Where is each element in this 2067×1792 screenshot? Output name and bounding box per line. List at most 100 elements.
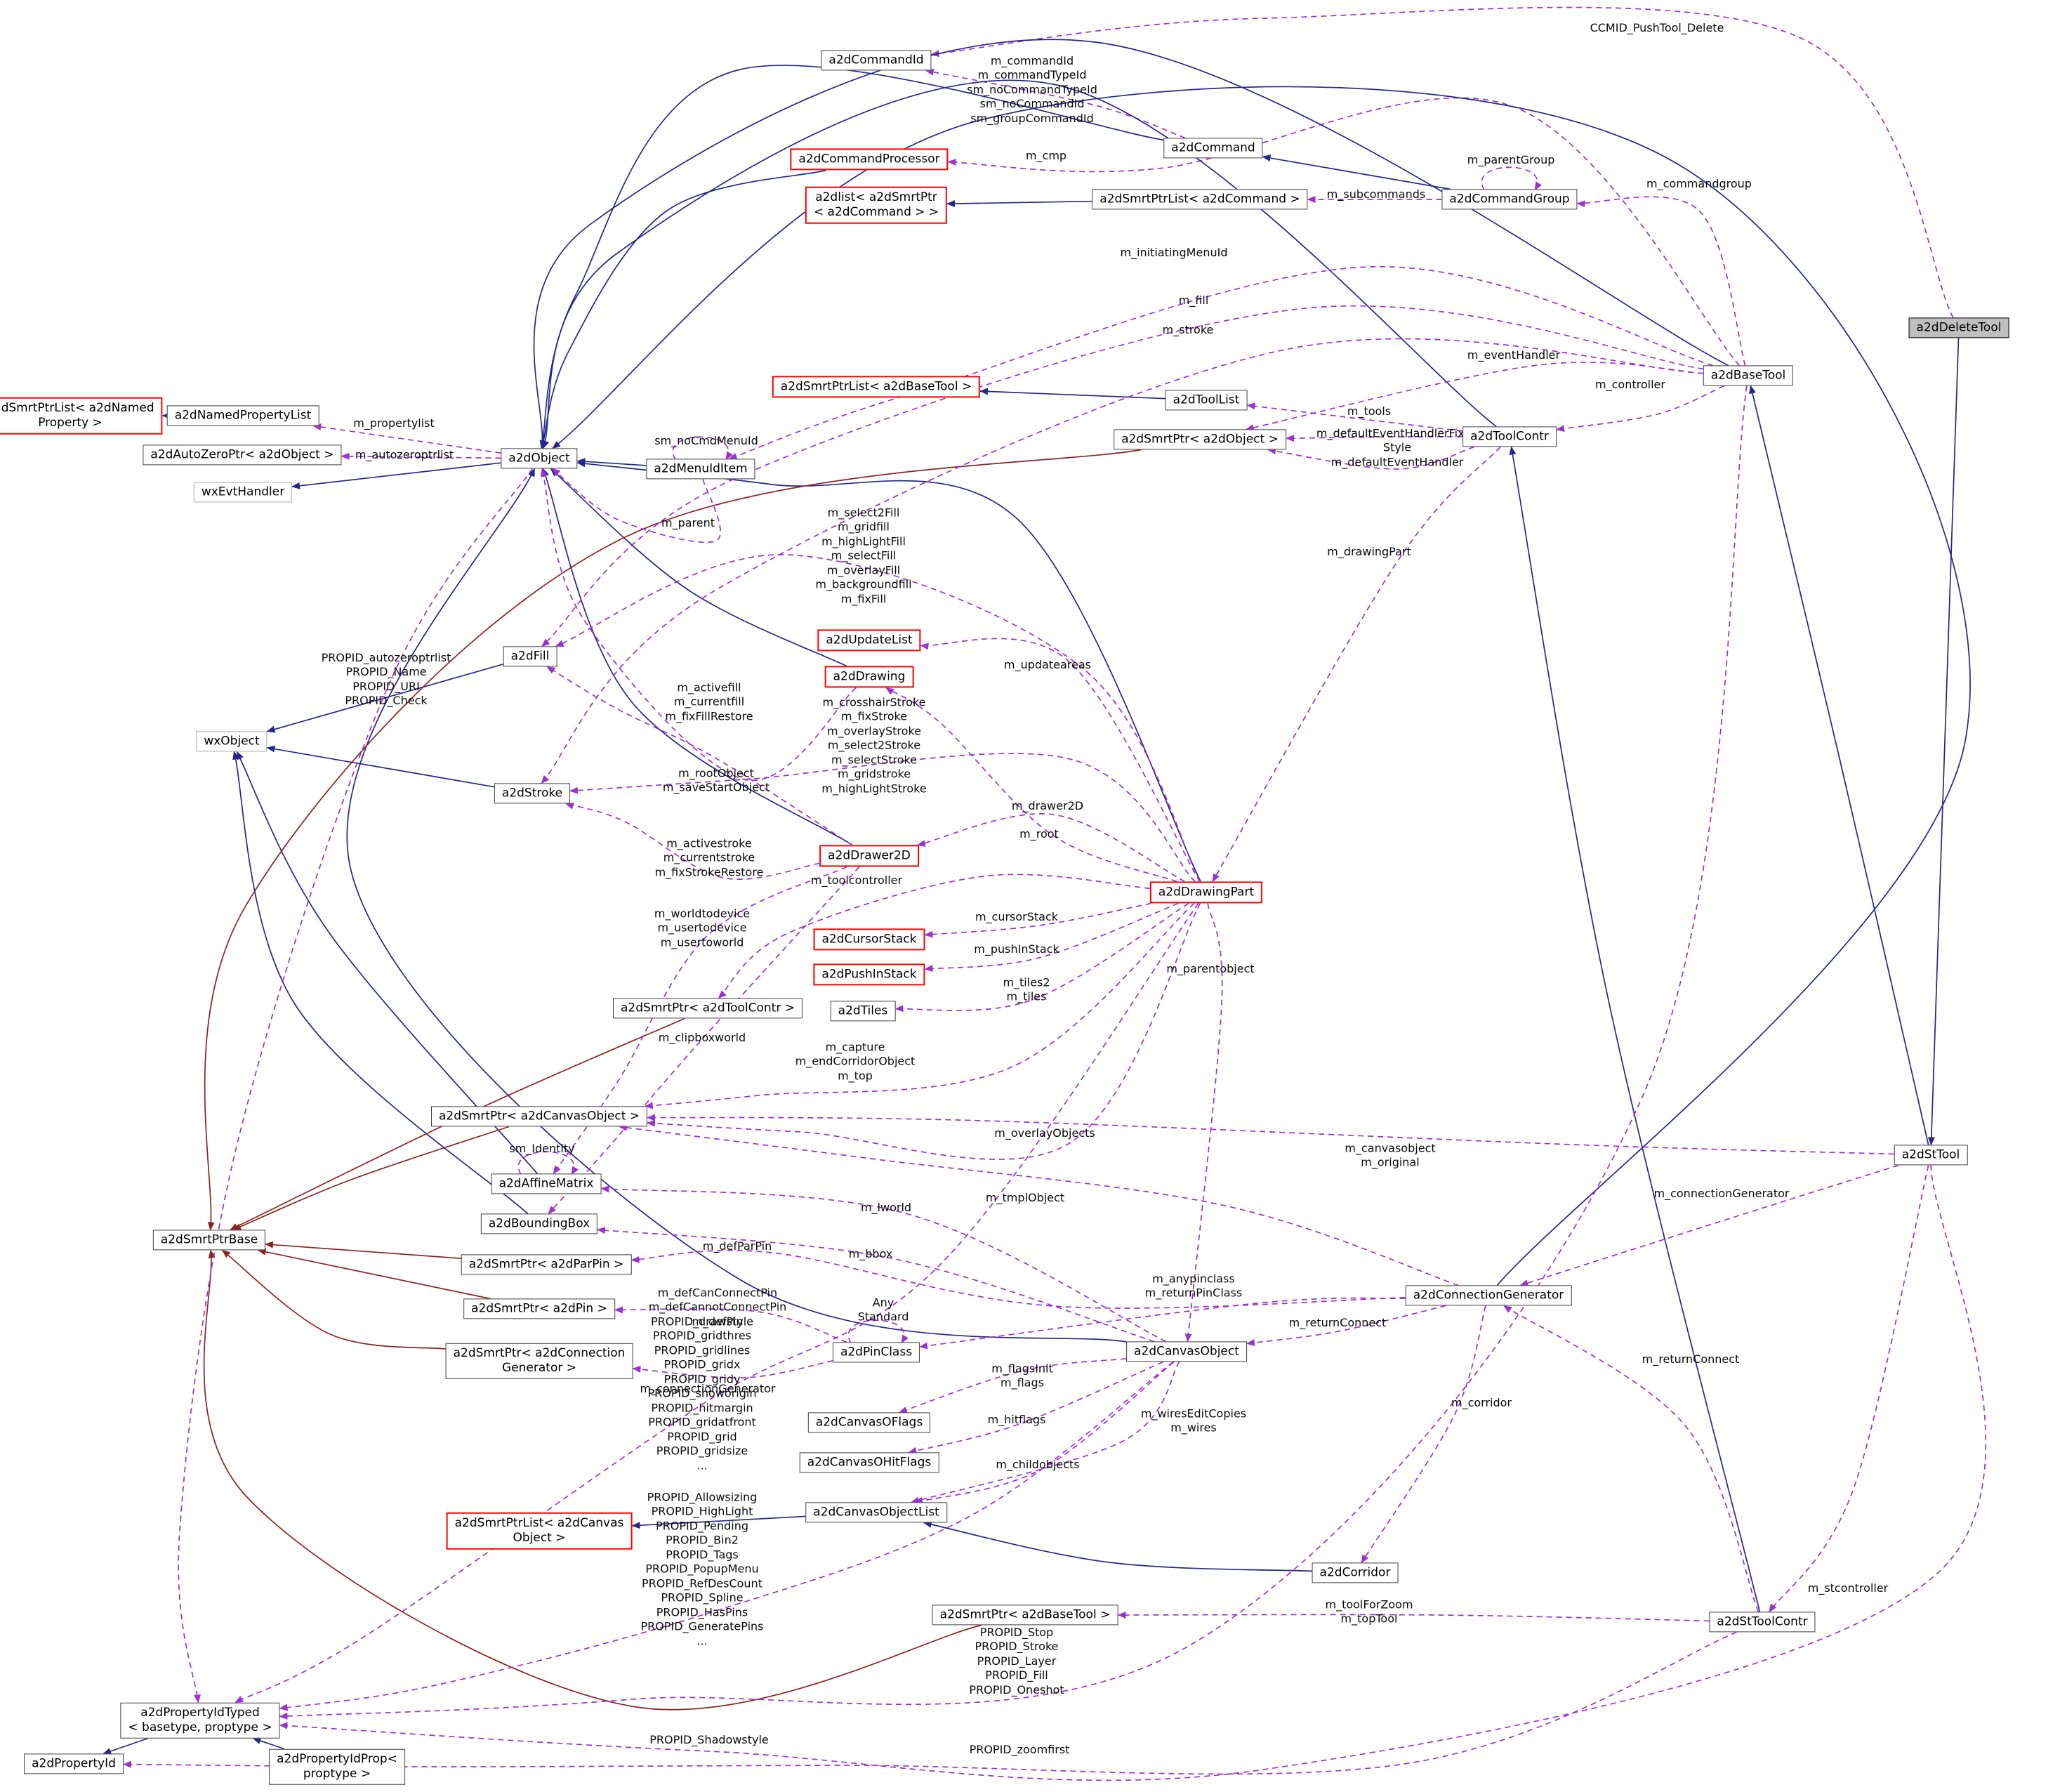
edge-canvasobject-to-affinematrix [600, 1185, 1166, 1343]
edge-sttool-to-conngen [1519, 1164, 1899, 1286]
edge-label: m_defParPin [702, 1239, 772, 1253]
edge-drawer2d-to-fill [546, 666, 853, 846]
edge-canvasobject-to-canvasoflags [898, 1358, 1127, 1414]
edge-label: sm_noCmdMenuId [654, 433, 758, 447]
class-node-smrtptr_object[interactable]: a2dSmrtPtr< a2dObject > [1114, 429, 1286, 450]
class-node-smrtptr_conngen[interactable]: a2dSmrtPtr< a2dConnection Generator > [445, 1343, 633, 1379]
class-node-sttoolcontr[interactable]: a2dStToolContr [1709, 1612, 1816, 1633]
edge-label: m_activestroke m_currentstroke m_fixStro… [654, 836, 764, 879]
edge-sttool-to-propertyidtyped [279, 1165, 1987, 1781]
edge-label: PROPID_zoomfirst [969, 1742, 1070, 1756]
class-node-tiles[interactable]: a2dTiles [830, 1001, 896, 1022]
edge-toollist-to-smrtptrlist_basetool [979, 388, 1165, 400]
class-node-pinclass[interactable]: a2dPinClass [832, 1342, 920, 1363]
class-node-sttool[interactable]: a2dStTool [1894, 1145, 1968, 1166]
edge-menuiditem-to-object [551, 468, 721, 543]
class-node-commandid[interactable]: a2dCommandId [821, 50, 932, 71]
class-node-autozeroptr[interactable]: a2dAutoZeroPtr< a2dObject > [143, 444, 342, 466]
class-node-commandgroup[interactable]: a2dCommandGroup [1441, 189, 1578, 210]
class-node-menuiditem[interactable]: a2dMenuIdItem [646, 459, 755, 480]
edge-label: m_updateareas [1004, 657, 1091, 671]
edge-commandgroup-to-commandgroup [1481, 166, 1542, 191]
class-node-canvasohitflags[interactable]: a2dCanvasOHitFlags [799, 1452, 939, 1473]
class-node-smrtptr_toolcontr[interactable]: a2dSmrtPtr< a2dToolContr > [613, 998, 803, 1019]
edge-label: m_fill [1178, 293, 1209, 307]
class-node-drawingpart[interactable]: a2dDrawingPart [1149, 881, 1263, 904]
class-node-toollist[interactable]: a2dToolList [1165, 390, 1248, 411]
class-node-smrtptrlist_basetool[interactable]: a2dSmrtPtrList< a2dBaseTool > [772, 376, 981, 398]
class-node-corridor[interactable]: a2dCorridor [1312, 1562, 1399, 1583]
class-node-propertyidtyped[interactable]: a2dPropertyIdTyped < basetype, proptype … [120, 1702, 280, 1739]
class-node-basetool[interactable]: a2dBaseTool [1703, 365, 1794, 386]
edge-label: m_tmplObject [985, 1190, 1065, 1204]
edge-label: m_propertylist [353, 416, 435, 430]
edge-smrtptr_object-to-smrtptrbase [204, 449, 1142, 1231]
edge-commandprocessor-to-object [541, 169, 827, 449]
class-node-smrtptrbase[interactable]: a2dSmrtPtrBase [152, 1230, 266, 1251]
edge-toolcontr-to-object [542, 79, 1497, 449]
edge-basetool-to-menuiditem [728, 266, 1713, 460]
class-node-namedpropertylist[interactable]: a2dNamedPropertyList [166, 405, 319, 426]
class-node-command[interactable]: a2dCommand [1163, 138, 1263, 159]
class-node-propertyid[interactable]: a2dPropertyId [24, 1753, 124, 1774]
edge-canvasobject-to-object [346, 468, 1127, 1343]
edge-sttoolcontr-to-conngen [1503, 1305, 1759, 1612]
class-node-updatelist[interactable]: a2dUpdateList [817, 629, 921, 652]
edge-command-to-commandid [925, 68, 1186, 139]
edge-drawingpart-to-tiles [894, 902, 1189, 1013]
class-node-cmdlist[interactable]: a2dlist< a2dSmrtPtr < a2dCommand > > [805, 186, 948, 224]
edge-label: sm_Identity [509, 1141, 575, 1155]
edge-basetool-to-propertyidtyped [279, 386, 1748, 1720]
edge-label: m_canvasobject m_original [1345, 1141, 1436, 1169]
edge-label: PROPID_Allowsizing PROPID_HighLight PROP… [640, 1490, 764, 1648]
edge-smrtptr_parpin-to-smrtptrbase [265, 1241, 461, 1259]
class-node-toolcontr[interactable]: a2dToolContr [1462, 426, 1557, 447]
class-node-drawing[interactable]: a2dDrawing [824, 666, 914, 688]
class-node-wxevthandler[interactable]: wxEvtHandler [193, 482, 293, 503]
class-node-deletetool[interactable]: a2dDeleteTool [1908, 317, 2009, 338]
class-node-smrtptr_canvasobject[interactable]: a2dSmrtPtr< a2dCanvasObject > [430, 1106, 648, 1127]
edge-label: m_autozeroptrlist [355, 447, 454, 461]
edge-label: PROPID_Stop PROPID_Stroke PROPID_Layer P… [969, 1625, 1064, 1697]
class-node-fill[interactable]: a2dFill [503, 646, 557, 667]
class-node-canvasobject[interactable]: a2dCanvasObject [1126, 1341, 1247, 1362]
edge-label: m_clipboxworld [658, 1030, 746, 1044]
edge-conngen-to-pinclass [919, 1297, 1406, 1350]
class-node-smrtptrlist_namedprop[interactable]: a2dSmrtPtrList< a2dNamed Property > [0, 397, 163, 435]
edge-stroke-to-wxobject [266, 745, 495, 788]
class-node-conngen[interactable]: a2dConnectionGenerator [1405, 1285, 1572, 1306]
edge-label: m_stroke [1162, 322, 1214, 336]
class-node-smrtptr_basetool[interactable]: a2dSmrtPtr< a2dBaseTool > [932, 1605, 1118, 1626]
edge-label: PROPID_autozeroptrlist PROPID_Name PROPI… [321, 651, 451, 708]
edge-commandgroup-to-command [1262, 154, 1451, 190]
class-node-smrtptr_pin[interactable]: a2dSmrtPtr< a2dPin > [463, 1298, 615, 1319]
edge-menuiditem-to-object [576, 458, 647, 466]
edge-canvasobjectlist-to-smrtptrlist_canvasobject [631, 1515, 806, 1529]
class-node-stroke[interactable]: a2dStroke [494, 783, 571, 804]
edge-conngen-to-canvasobject [1246, 1305, 1446, 1346]
edge-sttoolcontr-to-smrtptr_basetool [1117, 1611, 1710, 1622]
edge-label: m_overlayObjects [994, 1126, 1095, 1140]
class-node-wxobject[interactable]: wxObject [196, 731, 268, 752]
class-node-canvasoflags[interactable]: a2dCanvasOFlags [807, 1412, 931, 1433]
class-node-smrtptrlist_command[interactable]: a2dSmrtPtrList< a2dCommand > [1092, 189, 1308, 210]
class-node-drawer2d[interactable]: a2dDrawer2D [819, 845, 919, 867]
class-node-cursorstack[interactable]: a2dCursorStack [813, 928, 925, 951]
class-node-canvasobjectlist[interactable]: a2dCanvasObjectList [805, 1502, 947, 1523]
class-node-smrtptrlist_canvasobject[interactable]: a2dSmrtPtrList< a2dCanvas Object > [446, 1512, 633, 1550]
class-node-boundingbox[interactable]: a2dBoundingBox [480, 1213, 598, 1234]
class-node-commandprocessor[interactable]: a2dCommandProcessor [790, 148, 949, 171]
edge-label: m_lworld [860, 1200, 912, 1214]
edge-label: m_cmp [1025, 148, 1067, 162]
edge-toolcontr-to-smrtptr_object [1286, 435, 1463, 442]
edge-basetool-to-stroke [541, 338, 1704, 784]
class-node-smrtptr_parpin[interactable]: a2dSmrtPtr< a2dParPin > [461, 1254, 632, 1275]
edge-fill-to-wxobject [266, 664, 503, 733]
class-node-affinematrix[interactable]: a2dAffineMatrix [491, 1173, 602, 1194]
edge-label: PROPID_Shadowstyle [649, 1732, 769, 1746]
edge-sttoolcontr-to-toolcontr [1509, 446, 1761, 1612]
class-node-pushinstack[interactable]: a2dPushInStack [813, 963, 925, 986]
class-node-propertyidprop[interactable]: a2dPropertyIdProp< proptype > [269, 1748, 405, 1785]
class-node-object[interactable]: a2dObject [501, 448, 578, 469]
edge-drawingpart-to-propertyidtyped [235, 903, 1199, 1704]
